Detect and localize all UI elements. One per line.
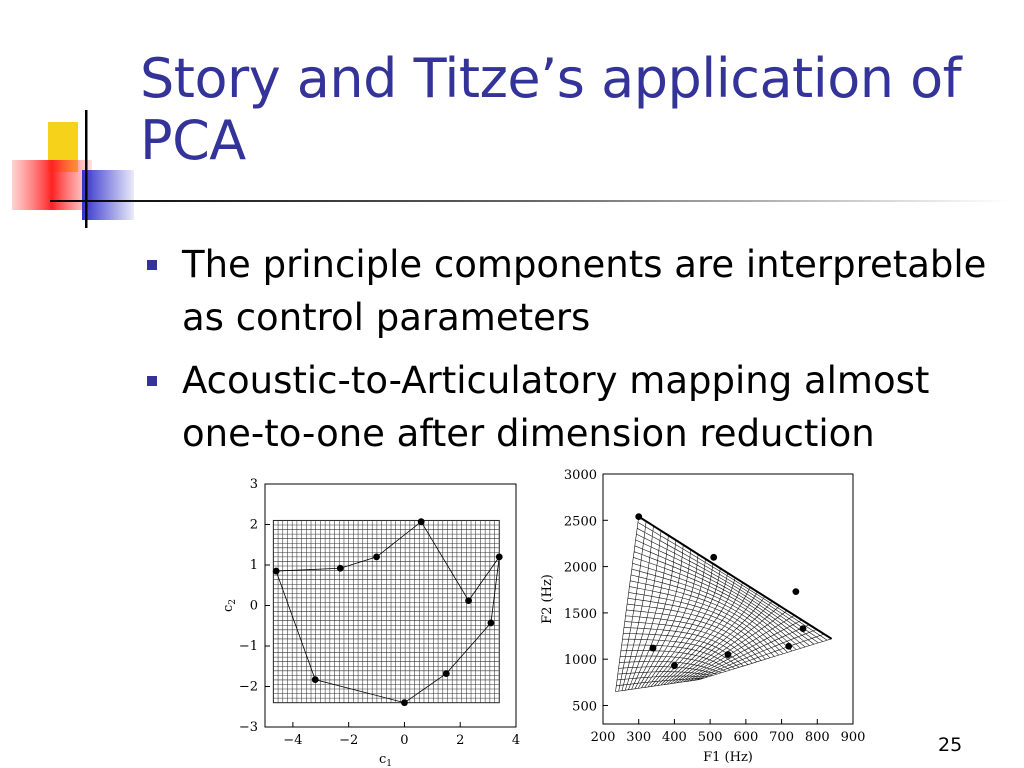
y-tick-label: −1 bbox=[239, 639, 258, 654]
data-point bbox=[311, 676, 319, 684]
deco-red-bar bbox=[12, 160, 92, 210]
y-tick-label: 3000 bbox=[564, 468, 597, 483]
y-tick-label: 1 bbox=[250, 558, 258, 573]
y-tick-label: 500 bbox=[572, 699, 597, 714]
bullet-item: Acoustic-to-Articulatory mapping almost … bbox=[145, 354, 1005, 460]
x-axis-label: c1 bbox=[379, 752, 392, 768]
y-tick-label: 1000 bbox=[564, 653, 597, 668]
deco-vertical-line bbox=[85, 110, 88, 228]
data-point bbox=[649, 644, 657, 652]
slide-title: Story and Titze’s application of PCA bbox=[140, 47, 962, 172]
data-point bbox=[417, 518, 425, 526]
y-tick-label: 3 bbox=[250, 477, 258, 492]
data-point bbox=[635, 513, 643, 520]
x-tick-label: 0 bbox=[400, 733, 408, 748]
x-tick-label: −2 bbox=[339, 733, 358, 748]
grid-mesh-lines bbox=[273, 520, 500, 703]
x-tick-label: 200 bbox=[591, 730, 616, 745]
data-point bbox=[792, 588, 800, 595]
y-tick-label: −2 bbox=[239, 680, 258, 695]
data-point bbox=[272, 567, 280, 575]
bullet-text: Acoustic-to-Articulatory mapping almost … bbox=[182, 359, 930, 455]
x-tick-label: 400 bbox=[662, 730, 687, 745]
deco-horizontal-line bbox=[50, 200, 1010, 202]
data-point bbox=[487, 619, 495, 627]
data-point bbox=[710, 553, 718, 561]
x-axis-label: F1 (Hz) bbox=[703, 750, 753, 765]
bullet-text: The principle components are interpretab… bbox=[182, 243, 987, 339]
data-point bbox=[401, 699, 408, 707]
x-tick-label: 600 bbox=[733, 730, 758, 745]
formant-space-chart: 200 300 400 500 600 700 800 900 500 1000 1500 2000 2… bbox=[540, 468, 866, 765]
y-tick-label: 1500 bbox=[564, 607, 597, 622]
x-tick-label: 900 bbox=[841, 730, 866, 745]
deco-blue-square bbox=[82, 170, 134, 220]
formant-mesh bbox=[615, 516, 832, 692]
data-point bbox=[724, 651, 732, 658]
bullet-square-icon bbox=[147, 260, 157, 270]
data-point bbox=[785, 642, 793, 650]
x-tick-label: 300 bbox=[626, 730, 651, 745]
y-tick-label: 2 bbox=[250, 518, 258, 533]
bullet-square-icon bbox=[147, 376, 157, 386]
y-tick-label: 2000 bbox=[564, 561, 597, 576]
x-tick-label: 500 bbox=[698, 730, 723, 745]
y-tick-label: 2500 bbox=[564, 514, 597, 529]
data-point bbox=[495, 553, 503, 561]
data-point bbox=[336, 564, 344, 572]
x-tick-label: 4 bbox=[512, 733, 520, 748]
data-point bbox=[465, 597, 472, 605]
y-axis-label: c2 bbox=[221, 599, 238, 612]
data-point bbox=[442, 670, 450, 677]
data-point bbox=[373, 553, 380, 561]
pca-space-chart: −4 −2 0 2 4 −3 −2 −1 0 1 2 3 c1 c2 bbox=[221, 477, 520, 768]
slide-number: 25 bbox=[938, 734, 963, 756]
data-point bbox=[671, 662, 678, 670]
x-tick-label: −4 bbox=[283, 733, 302, 748]
x-tick-label: 800 bbox=[805, 730, 830, 745]
plot-frame bbox=[602, 473, 854, 725]
mesh-outer-edge bbox=[638, 515, 833, 640]
y-tick-label: −3 bbox=[239, 720, 258, 735]
y-axis-label: F2 (Hz) bbox=[540, 574, 555, 624]
corner-decoration bbox=[12, 110, 1010, 228]
data-point bbox=[799, 625, 807, 633]
bullet-list: The principle components are interpretab… bbox=[145, 238, 1005, 470]
bullet-item: The principle components are interpretab… bbox=[145, 238, 1005, 344]
x-tick-label: 700 bbox=[769, 730, 794, 745]
y-tick-label: 0 bbox=[250, 599, 258, 614]
x-tick-label: 2 bbox=[456, 733, 464, 748]
